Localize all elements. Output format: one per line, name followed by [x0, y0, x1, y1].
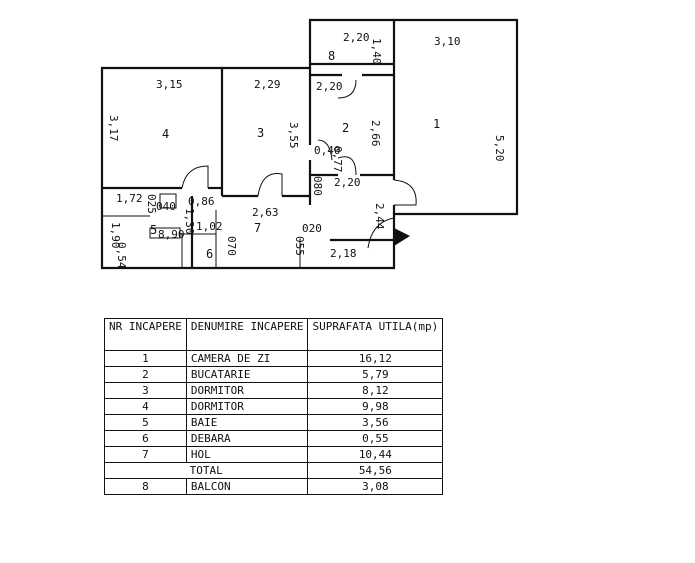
room-number-3: 3	[257, 126, 264, 140]
bath-fixture	[159, 193, 177, 209]
cell-nr: 1	[104, 350, 187, 367]
door-swing-balcony	[337, 79, 357, 99]
dim-080: 080	[311, 176, 324, 196]
dim-bath-width: 1,72	[116, 192, 143, 205]
cell-nr: 3	[104, 382, 187, 399]
dim-r4-length: 3,17	[107, 115, 120, 142]
table-row: 6 DEBARA 0,55	[104, 430, 444, 447]
dim-054: 0,54	[115, 242, 128, 269]
dim-r2-length: 2,66	[369, 120, 382, 147]
dim-040-bath: 040	[156, 200, 176, 213]
room-number-4: 4	[162, 127, 169, 141]
cell-name: DORMITOR	[185, 382, 309, 399]
dim-086: 0,86	[188, 195, 215, 208]
entrance-arrow-icon	[394, 228, 410, 246]
bath-tub	[149, 227, 181, 239]
cell-name: DEBARA	[185, 430, 309, 447]
table-row: 2 BUCATARIE 5,79	[104, 366, 444, 383]
total-area: 54,56	[307, 462, 444, 479]
dim-102: 1,02	[196, 220, 223, 233]
dim-077: 0,77	[331, 146, 344, 173]
door-swing-kitchen	[337, 156, 357, 176]
room-number-5: 5	[150, 223, 157, 237]
table-row: 1 CAMERA DE ZI 16,12	[104, 350, 444, 367]
cell-nr: 6	[104, 430, 187, 447]
cell-nr: 5	[104, 414, 187, 431]
dim-hall-right-width: 2,44	[373, 203, 386, 230]
cell-area: 16,12	[307, 350, 444, 367]
header-area: SUPRAFATA UTILA(mp)	[307, 318, 444, 351]
room-number-2: 2	[342, 121, 349, 135]
room-number-8: 8	[328, 49, 335, 63]
cell-area: 10,44	[307, 446, 444, 463]
dim-040-kitchen: 0,40	[314, 144, 341, 157]
door-swing-entrance	[367, 217, 395, 249]
door-swing-hall	[317, 139, 333, 161]
cell-area: 8,12	[307, 382, 444, 399]
door-swing-room3	[257, 172, 283, 197]
room-number-1: 1	[433, 117, 440, 131]
dim-bath-height: 1,90	[109, 222, 122, 249]
dim-r1-length: 5,20	[493, 135, 506, 162]
door-swing-room4	[181, 165, 209, 189]
dim-balcony-depth: 1,40	[370, 38, 383, 65]
table-row: 4 DORMITOR 9,98	[104, 398, 444, 415]
cell-name: HOL	[185, 446, 309, 463]
table-row: 3 DORMITOR 8,12	[104, 382, 444, 399]
floor-plan: 1 2 3 4 5 6 7 8 3,10 5,20 2,20 1,40 2,20…	[100, 18, 519, 270]
cell-nr: 7	[104, 446, 187, 463]
dim-hall-width-a: 2,20	[334, 176, 361, 189]
dim-hall-bottom: 2,18	[330, 247, 357, 260]
dim-020: 020	[302, 222, 322, 235]
cell-nr: 4	[104, 398, 187, 415]
dim-r1-width: 3,10	[434, 35, 461, 48]
cell-name: DORMITOR	[185, 398, 309, 415]
dim-r3-length: 3,55	[287, 122, 300, 149]
dim-r2-width: 2,20	[316, 80, 343, 93]
header-nr: NR INCAPERE	[104, 318, 187, 351]
dim-130: 1,30	[183, 208, 196, 235]
rooms-table: NR INCAPERE DENUMIRE INCAPERE SUPRAFATA …	[103, 318, 444, 495]
cell-name: BAIE	[185, 414, 309, 431]
table-total-row: TOTAL 54,56	[103, 462, 444, 479]
table-row: 5 BAIE 3,56	[104, 414, 444, 431]
dim-hall-length: 2,63	[252, 206, 279, 219]
dim-r4-width: 3,15	[156, 78, 183, 91]
cell-area: 0,55	[307, 430, 444, 447]
table-row: 7 HOL 10,44	[104, 446, 444, 463]
room-number-6: 6	[206, 247, 213, 261]
cell-area: 5,79	[307, 366, 444, 383]
room-number-7: 7	[254, 221, 261, 235]
dim-055: 055	[293, 236, 306, 256]
cell-nr: 2	[104, 366, 187, 383]
dim-balcony-width: 2,20	[343, 31, 370, 44]
balcony-nr: 8	[104, 478, 187, 495]
cell-area: 3,56	[307, 414, 444, 431]
dim-890: 8,90	[158, 228, 185, 241]
table-balcony-row: 8 BALCON 3,08	[104, 478, 444, 495]
dim-025: 025	[145, 194, 158, 214]
balcony-name: BALCON	[185, 478, 309, 495]
total-label: TOTAL	[103, 462, 309, 479]
balcony-area: 3,08	[307, 478, 444, 495]
cell-area: 9,98	[307, 398, 444, 415]
dim-r3-width: 2,29	[254, 78, 281, 91]
cell-name: CAMERA DE ZI	[185, 350, 309, 367]
door-swing-room1	[393, 179, 417, 206]
header-name: DENUMIRE INCAPERE	[185, 318, 309, 351]
cell-name: BUCATARIE	[185, 366, 309, 383]
table-header-row: NR INCAPERE DENUMIRE INCAPERE SUPRAFATA …	[104, 318, 444, 351]
dim-070: 070	[225, 236, 238, 256]
